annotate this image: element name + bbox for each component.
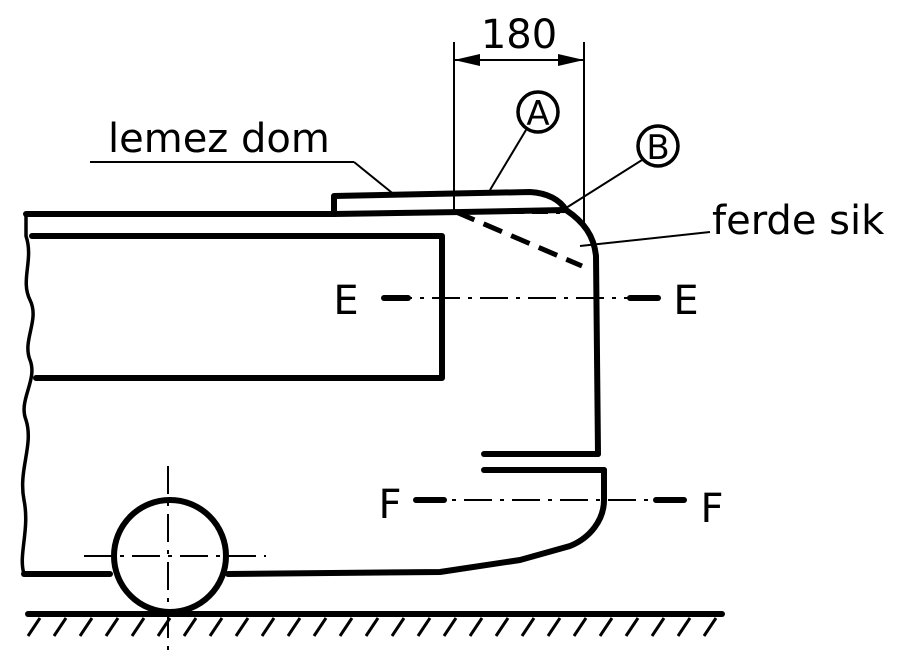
front-wheel — [84, 466, 266, 650]
ferde-sik-label: ferde sik — [712, 198, 885, 244]
leader-b — [565, 159, 643, 209]
dimension-180: 180 — [453, 12, 585, 224]
section-e-left-label: E — [333, 278, 358, 324]
hatch-stroke — [260, 617, 276, 637]
hatch-stroke — [624, 617, 640, 637]
bottom-line-front — [225, 467, 607, 577]
ground — [25, 611, 725, 637]
windshield — [29, 233, 445, 381]
arrowhead-left — [454, 54, 480, 66]
hatch-stroke — [702, 617, 718, 637]
marker-b: B — [565, 124, 680, 209]
roof-dome — [331, 189, 569, 217]
hatch-stroke — [234, 617, 250, 637]
lemez-dom-label: lemez dom — [108, 116, 330, 162]
bus-body — [20, 207, 607, 577]
hatch-stroke — [286, 617, 302, 637]
ferde-sik-leader — [579, 231, 711, 247]
hatch-stroke — [364, 617, 380, 637]
leader-a — [489, 129, 527, 191]
hatch-stroke — [390, 617, 406, 637]
section-e: E E — [333, 278, 698, 324]
front-face — [563, 207, 601, 457]
rear-break-line — [20, 212, 35, 576]
section-f-right-label: F — [700, 486, 723, 532]
hatch-stroke — [26, 617, 42, 637]
hatch-stroke — [520, 617, 536, 637]
ferde-sik-callout: ferde sik — [579, 198, 885, 247]
lemez-dom-callout: lemez dom — [90, 116, 397, 197]
circle-b-label: B — [646, 128, 669, 168]
hatch-stroke — [676, 617, 692, 637]
hatch-stroke — [546, 617, 562, 637]
circle-b — [636, 124, 680, 168]
arrowhead-right — [558, 54, 584, 66]
circle-a — [516, 90, 560, 134]
section-f-left-label: F — [378, 482, 401, 528]
hatch-stroke — [52, 617, 68, 637]
hatch-stroke — [416, 617, 432, 637]
dome-plate — [331, 189, 569, 217]
hatch-stroke — [442, 617, 458, 637]
hatch-stroke — [494, 617, 510, 637]
section-e-right-label: E — [673, 278, 698, 324]
hatch-stroke — [572, 617, 588, 637]
hatch-stroke — [182, 617, 198, 637]
circle-a-label: A — [526, 94, 549, 134]
ground-hatching — [26, 617, 718, 637]
hatch-stroke — [130, 617, 146, 637]
dimension-text: 180 — [481, 12, 557, 58]
hatch-stroke — [208, 617, 224, 637]
section-f: F F — [378, 482, 723, 532]
hatch-stroke — [598, 617, 614, 637]
window-frame — [29, 233, 445, 381]
hatch-stroke — [78, 617, 94, 637]
hatch-stroke — [650, 617, 666, 637]
wheel-circle — [111, 497, 229, 615]
lemez-dom-leader — [353, 161, 397, 197]
hatch-stroke — [312, 617, 328, 637]
inclined-dashed-line — [455, 209, 583, 269]
hatch-stroke — [338, 617, 354, 637]
hatch-stroke — [104, 617, 120, 637]
hatch-stroke — [468, 617, 484, 637]
marker-a: A — [489, 90, 560, 191]
inclined-plane — [455, 209, 583, 269]
